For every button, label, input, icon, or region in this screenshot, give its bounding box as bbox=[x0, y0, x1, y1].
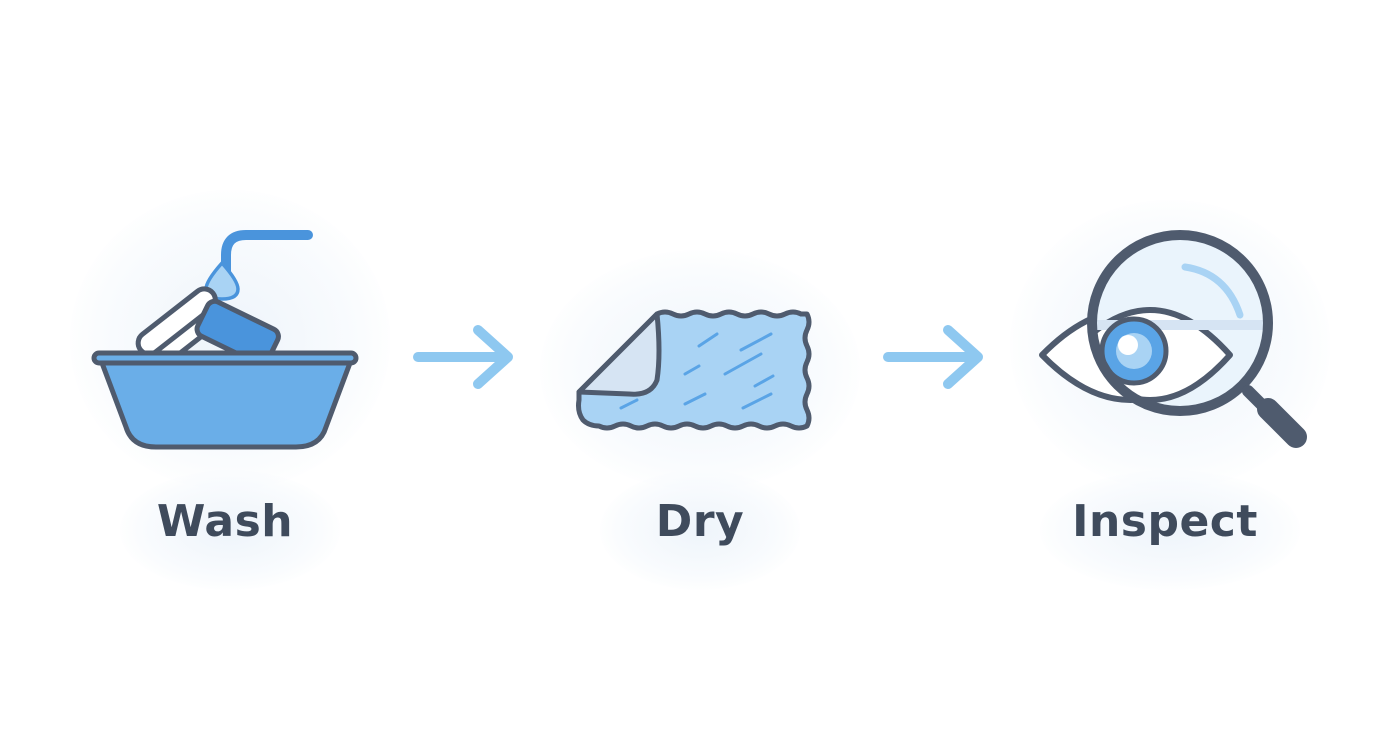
wash-label-glow bbox=[120, 470, 340, 590]
step-label-inspect: Inspect bbox=[1072, 496, 1258, 547]
wash-basin-icon bbox=[91, 230, 359, 450]
towel-icon bbox=[576, 309, 812, 431]
magnifier-eye-icon bbox=[1039, 230, 1307, 448]
dry-label-glow bbox=[600, 470, 800, 590]
arrow-right-icon bbox=[883, 325, 983, 389]
arrow-right-icon bbox=[413, 325, 513, 389]
step-label-dry: Dry bbox=[655, 496, 745, 547]
inspect-label-glow bbox=[1040, 470, 1300, 590]
step-label-wash: Wash bbox=[156, 496, 294, 547]
